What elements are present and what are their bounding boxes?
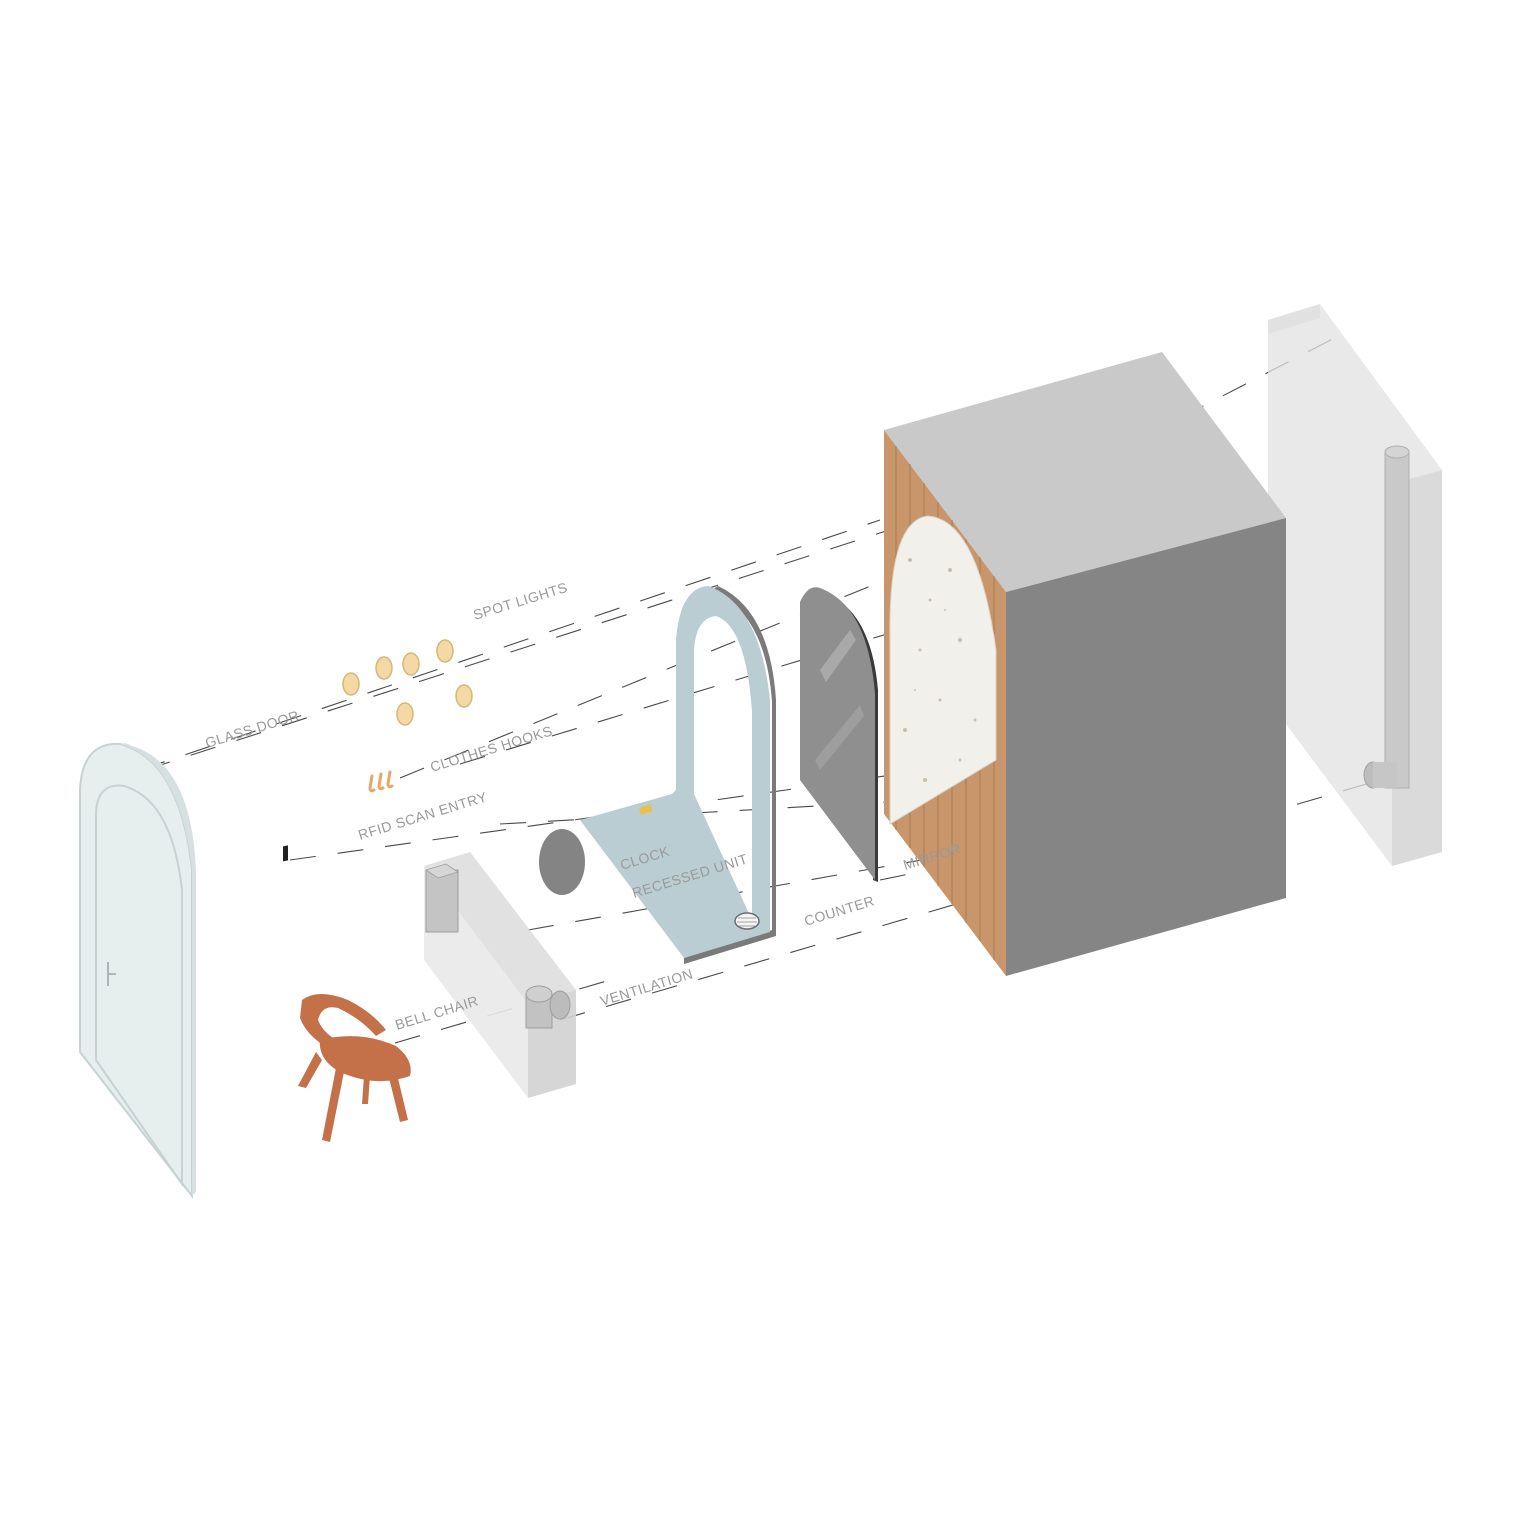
back-wall-panel [1268, 304, 1442, 866]
mirror-reflection-2 [815, 705, 864, 770]
spot-light-icon [436, 639, 454, 663]
recessed-unit-light [639, 804, 653, 815]
counter-top [424, 852, 576, 1004]
chair-leg [298, 1052, 322, 1088]
mirror-reflection [820, 630, 856, 682]
door-handle [107, 962, 116, 986]
rfid-reader-icon [283, 845, 288, 862]
label-ventilation: VENTILATION [598, 965, 695, 1008]
hook-icon [377, 772, 385, 791]
label-glass-door: GLASS DOOR [203, 707, 301, 751]
label-clothes-hooks: CLOTHES HOOKS [428, 722, 554, 774]
vertical-pipe [1384, 451, 1410, 789]
chair-back [300, 994, 386, 1054]
chair-seat [319, 1036, 411, 1082]
label-spot-lights: SPOT LIGHTS [471, 579, 569, 623]
recessed-unit-body [580, 586, 770, 958]
bell-chair [298, 994, 411, 1142]
mirror [800, 587, 878, 882]
pipe-elbow-stub [1373, 762, 1397, 788]
counter-box-unit [425, 869, 459, 933]
terrazzo-speckles [903, 558, 977, 782]
spot-light-icon [375, 656, 393, 680]
label-counter: COUNTER [802, 892, 876, 929]
spot-light-icon [342, 672, 360, 696]
ventilation-pipe-elbow [549, 990, 571, 1020]
leader-line-glass-door [139, 519, 881, 771]
counter-block [424, 852, 576, 1098]
main-cabinet [884, 352, 1286, 976]
terrazzo-arch-niche [889, 515, 997, 825]
spot-light-icon [396, 702, 414, 726]
recessed-unit [580, 586, 776, 964]
glass-door-inner-frame [95, 784, 183, 1188]
label-rfid-scan-entry: RFID SCAN ENTRY [356, 788, 489, 843]
spot-light-icon [402, 652, 420, 676]
glass-door-panel [79, 742, 193, 1199]
drain-grate [737, 917, 757, 927]
chair-leg [322, 1068, 344, 1142]
cabinet-top [884, 352, 1286, 592]
spot-lights [342, 639, 473, 726]
clock-icon [539, 829, 585, 895]
glass-door [79, 742, 196, 1199]
pipe-top [1384, 445, 1410, 459]
hook-icon [368, 774, 376, 793]
clothes-hooks [368, 770, 394, 793]
chair-leg [362, 1076, 370, 1104]
counter-box-top [425, 863, 459, 879]
hook-icon [386, 770, 394, 789]
spot-light-icon [455, 684, 473, 708]
chair-leg [388, 1070, 408, 1122]
drain-icon [734, 912, 760, 930]
ventilation-pipe-top [525, 985, 553, 1003]
cabinet-front [1006, 518, 1286, 976]
